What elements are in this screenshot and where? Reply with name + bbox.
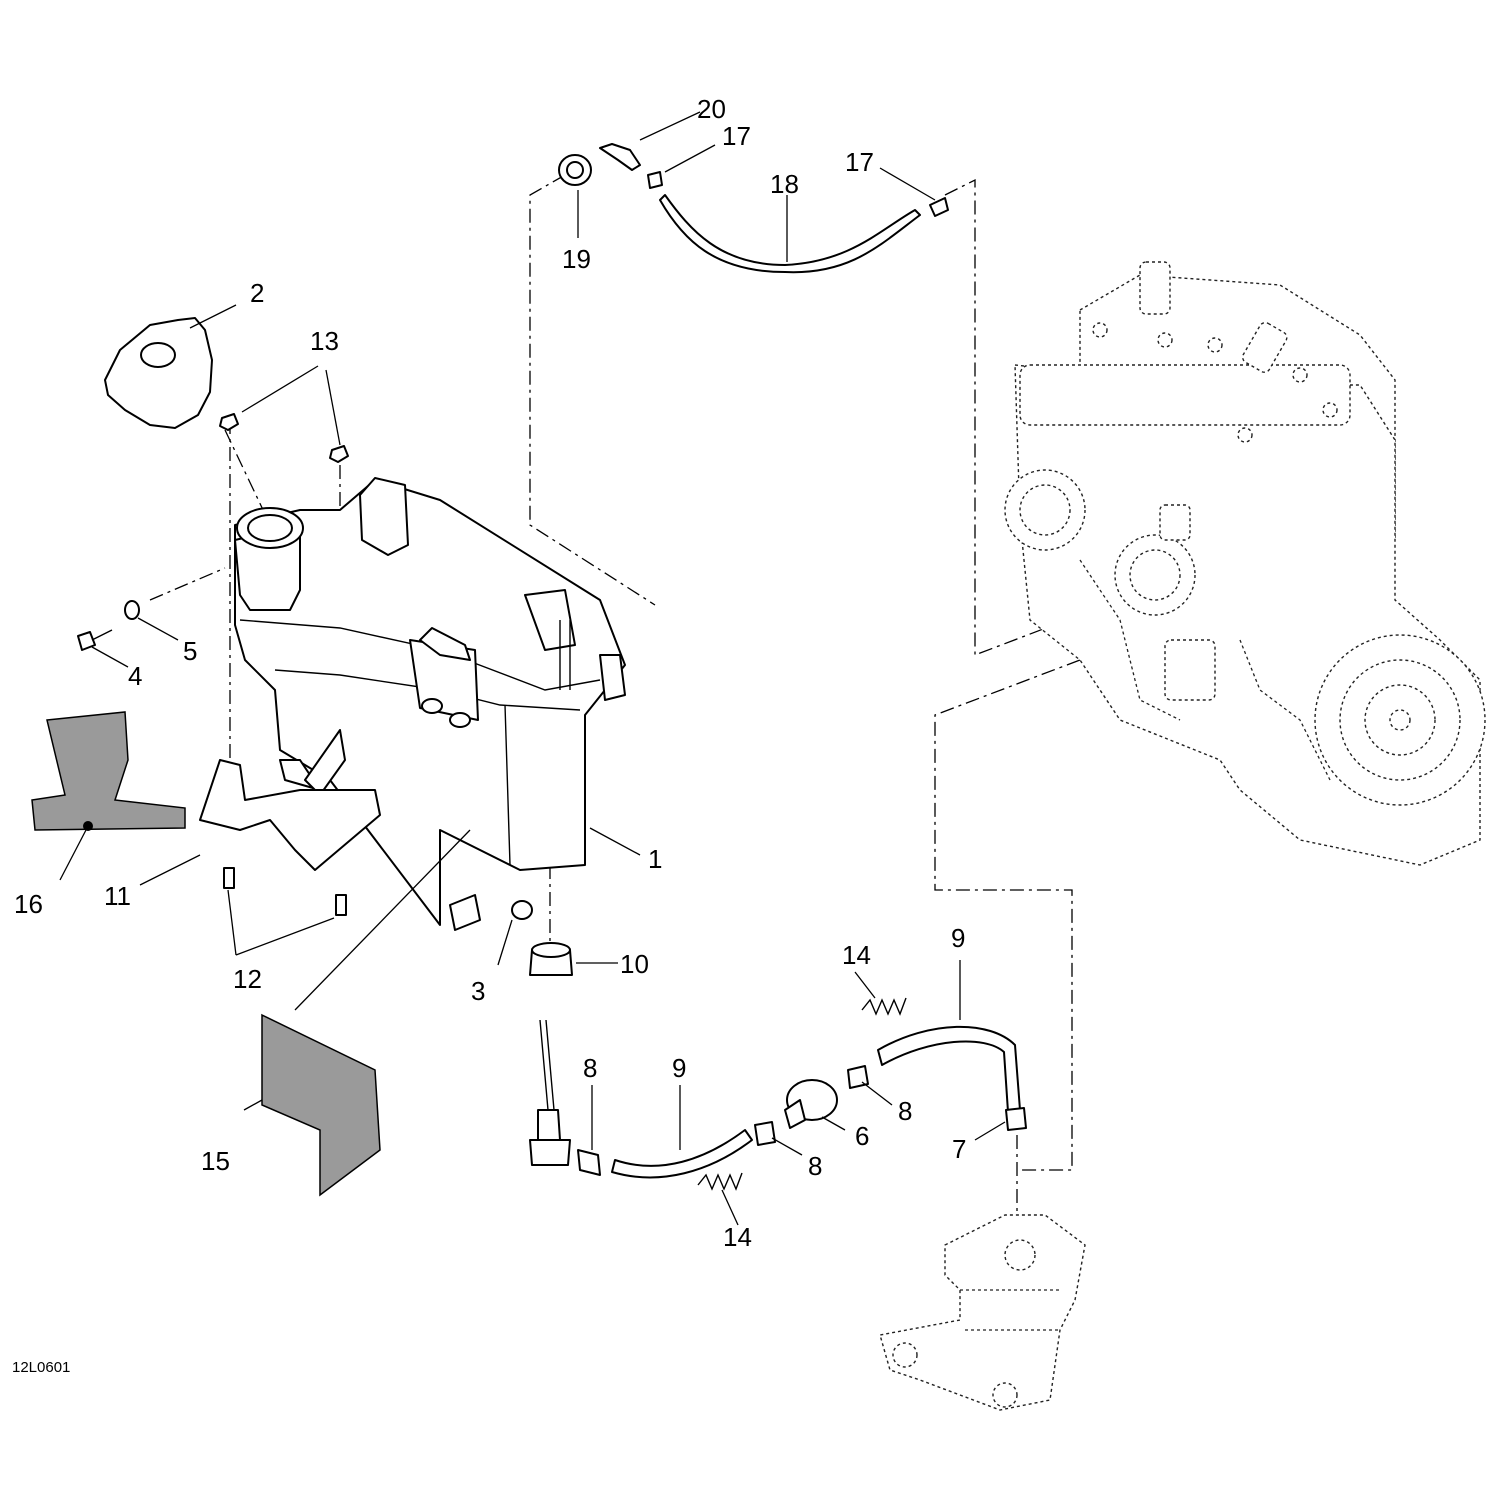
protective-pads	[31, 711, 381, 1197]
callout-9-upper: 9	[951, 923, 965, 953]
callout-1: 1	[648, 844, 662, 874]
callout-8-right: 8	[898, 1096, 912, 1126]
oil-pump-phantom	[879, 1214, 1086, 1411]
hardware	[77, 143, 1027, 1191]
callout-8-middle: 8	[808, 1151, 822, 1181]
callout-14-upper: 14	[842, 940, 871, 970]
callout-14-lower: 14	[723, 1222, 752, 1252]
callout-labels: 1 2 3 4 5 6 7 8 8 8 9 9 10 11 12 13 14 1…	[12, 94, 966, 1376]
filler-cap	[104, 317, 213, 429]
callout-8-left: 8	[583, 1053, 597, 1083]
drawing-code: 12L0601	[12, 1359, 70, 1376]
callout-17-left: 17	[722, 121, 751, 151]
callout-16: 16	[14, 889, 43, 919]
leader-lines	[59, 111, 1006, 1226]
callout-2: 2	[250, 278, 264, 308]
callout-17-right: 17	[845, 147, 874, 177]
oil-tank	[234, 477, 626, 931]
callout-3: 3	[471, 976, 485, 1006]
callout-18: 18	[770, 169, 799, 199]
callout-5: 5	[183, 636, 197, 666]
callout-4: 4	[128, 661, 142, 691]
callout-9-lower: 9	[672, 1053, 686, 1083]
callout-13: 13	[310, 326, 339, 356]
callout-6: 6	[855, 1121, 869, 1151]
callout-11: 11	[104, 881, 131, 911]
callout-12: 12	[233, 964, 262, 994]
callout-15: 15	[201, 1146, 230, 1176]
callout-10: 10	[620, 949, 649, 979]
callout-19: 19	[562, 244, 591, 274]
engine-phantom	[1004, 261, 1486, 866]
callout-20: 20	[697, 94, 726, 124]
callout-7: 7	[952, 1134, 966, 1164]
